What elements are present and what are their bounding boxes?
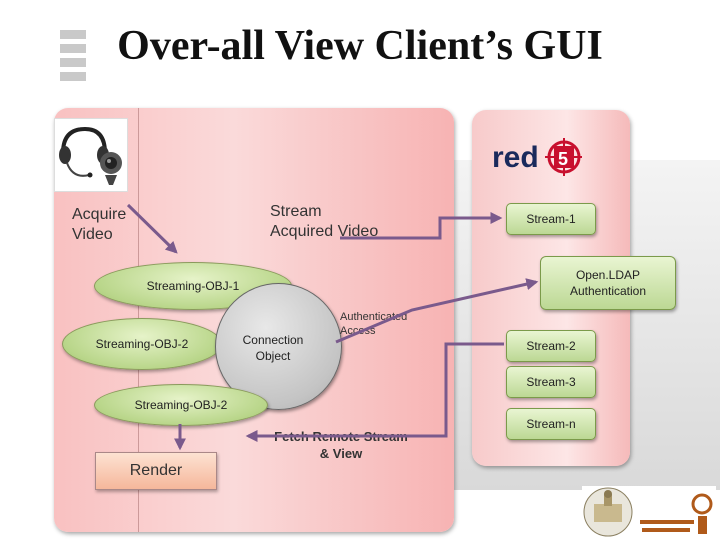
decorative-bars	[60, 30, 86, 90]
stream-n-label: Stream-n	[526, 417, 576, 431]
streaming-obj-2-bottom-label: Streaming-OBJ-2	[134, 398, 228, 412]
render-label: Render	[129, 462, 183, 479]
red5-logo: red 5	[490, 138, 582, 176]
headset-webcam-icon	[54, 118, 128, 192]
streaming-obj-2-label: Streaming-OBJ-2	[95, 337, 189, 351]
page-title: Over-all View Client’s GUI	[117, 23, 603, 69]
stream-1-label: Stream-1	[526, 212, 576, 226]
stream-3-box: Stream-3	[506, 366, 596, 398]
render-box: Render	[95, 452, 217, 490]
streaming-obj-1-label: Streaming-OBJ-1	[146, 279, 240, 293]
acquire-video-label: Acquire Video	[72, 206, 127, 243]
iit-kgp-logo	[582, 486, 716, 540]
svg-text:red: red	[492, 141, 539, 174]
svg-text:5: 5	[558, 149, 568, 169]
stream-n-box: Stream-n	[506, 408, 596, 440]
streaming-obj-2-node: Streaming-OBJ-2	[62, 318, 222, 370]
fetch-remote-stream-label: Fetch Remote Stream & View	[274, 429, 408, 461]
authenticated-access-label: Authenticated Access	[340, 311, 408, 337]
streaming-obj-2-bottom-node: Streaming-OBJ-2	[94, 384, 268, 426]
stream-1-box: Stream-1	[506, 203, 596, 235]
openldap-authentication-box: Open.LDAP Authentication	[540, 256, 676, 310]
stream-acquired-video-label: Stream Acquired Video	[270, 203, 379, 240]
stream-2-box: Stream-2	[506, 330, 596, 362]
stream-2-label: Stream-2	[526, 339, 576, 353]
stream-3-label: Stream-3	[526, 375, 576, 389]
connection-object-label: Connection Object	[242, 333, 304, 363]
